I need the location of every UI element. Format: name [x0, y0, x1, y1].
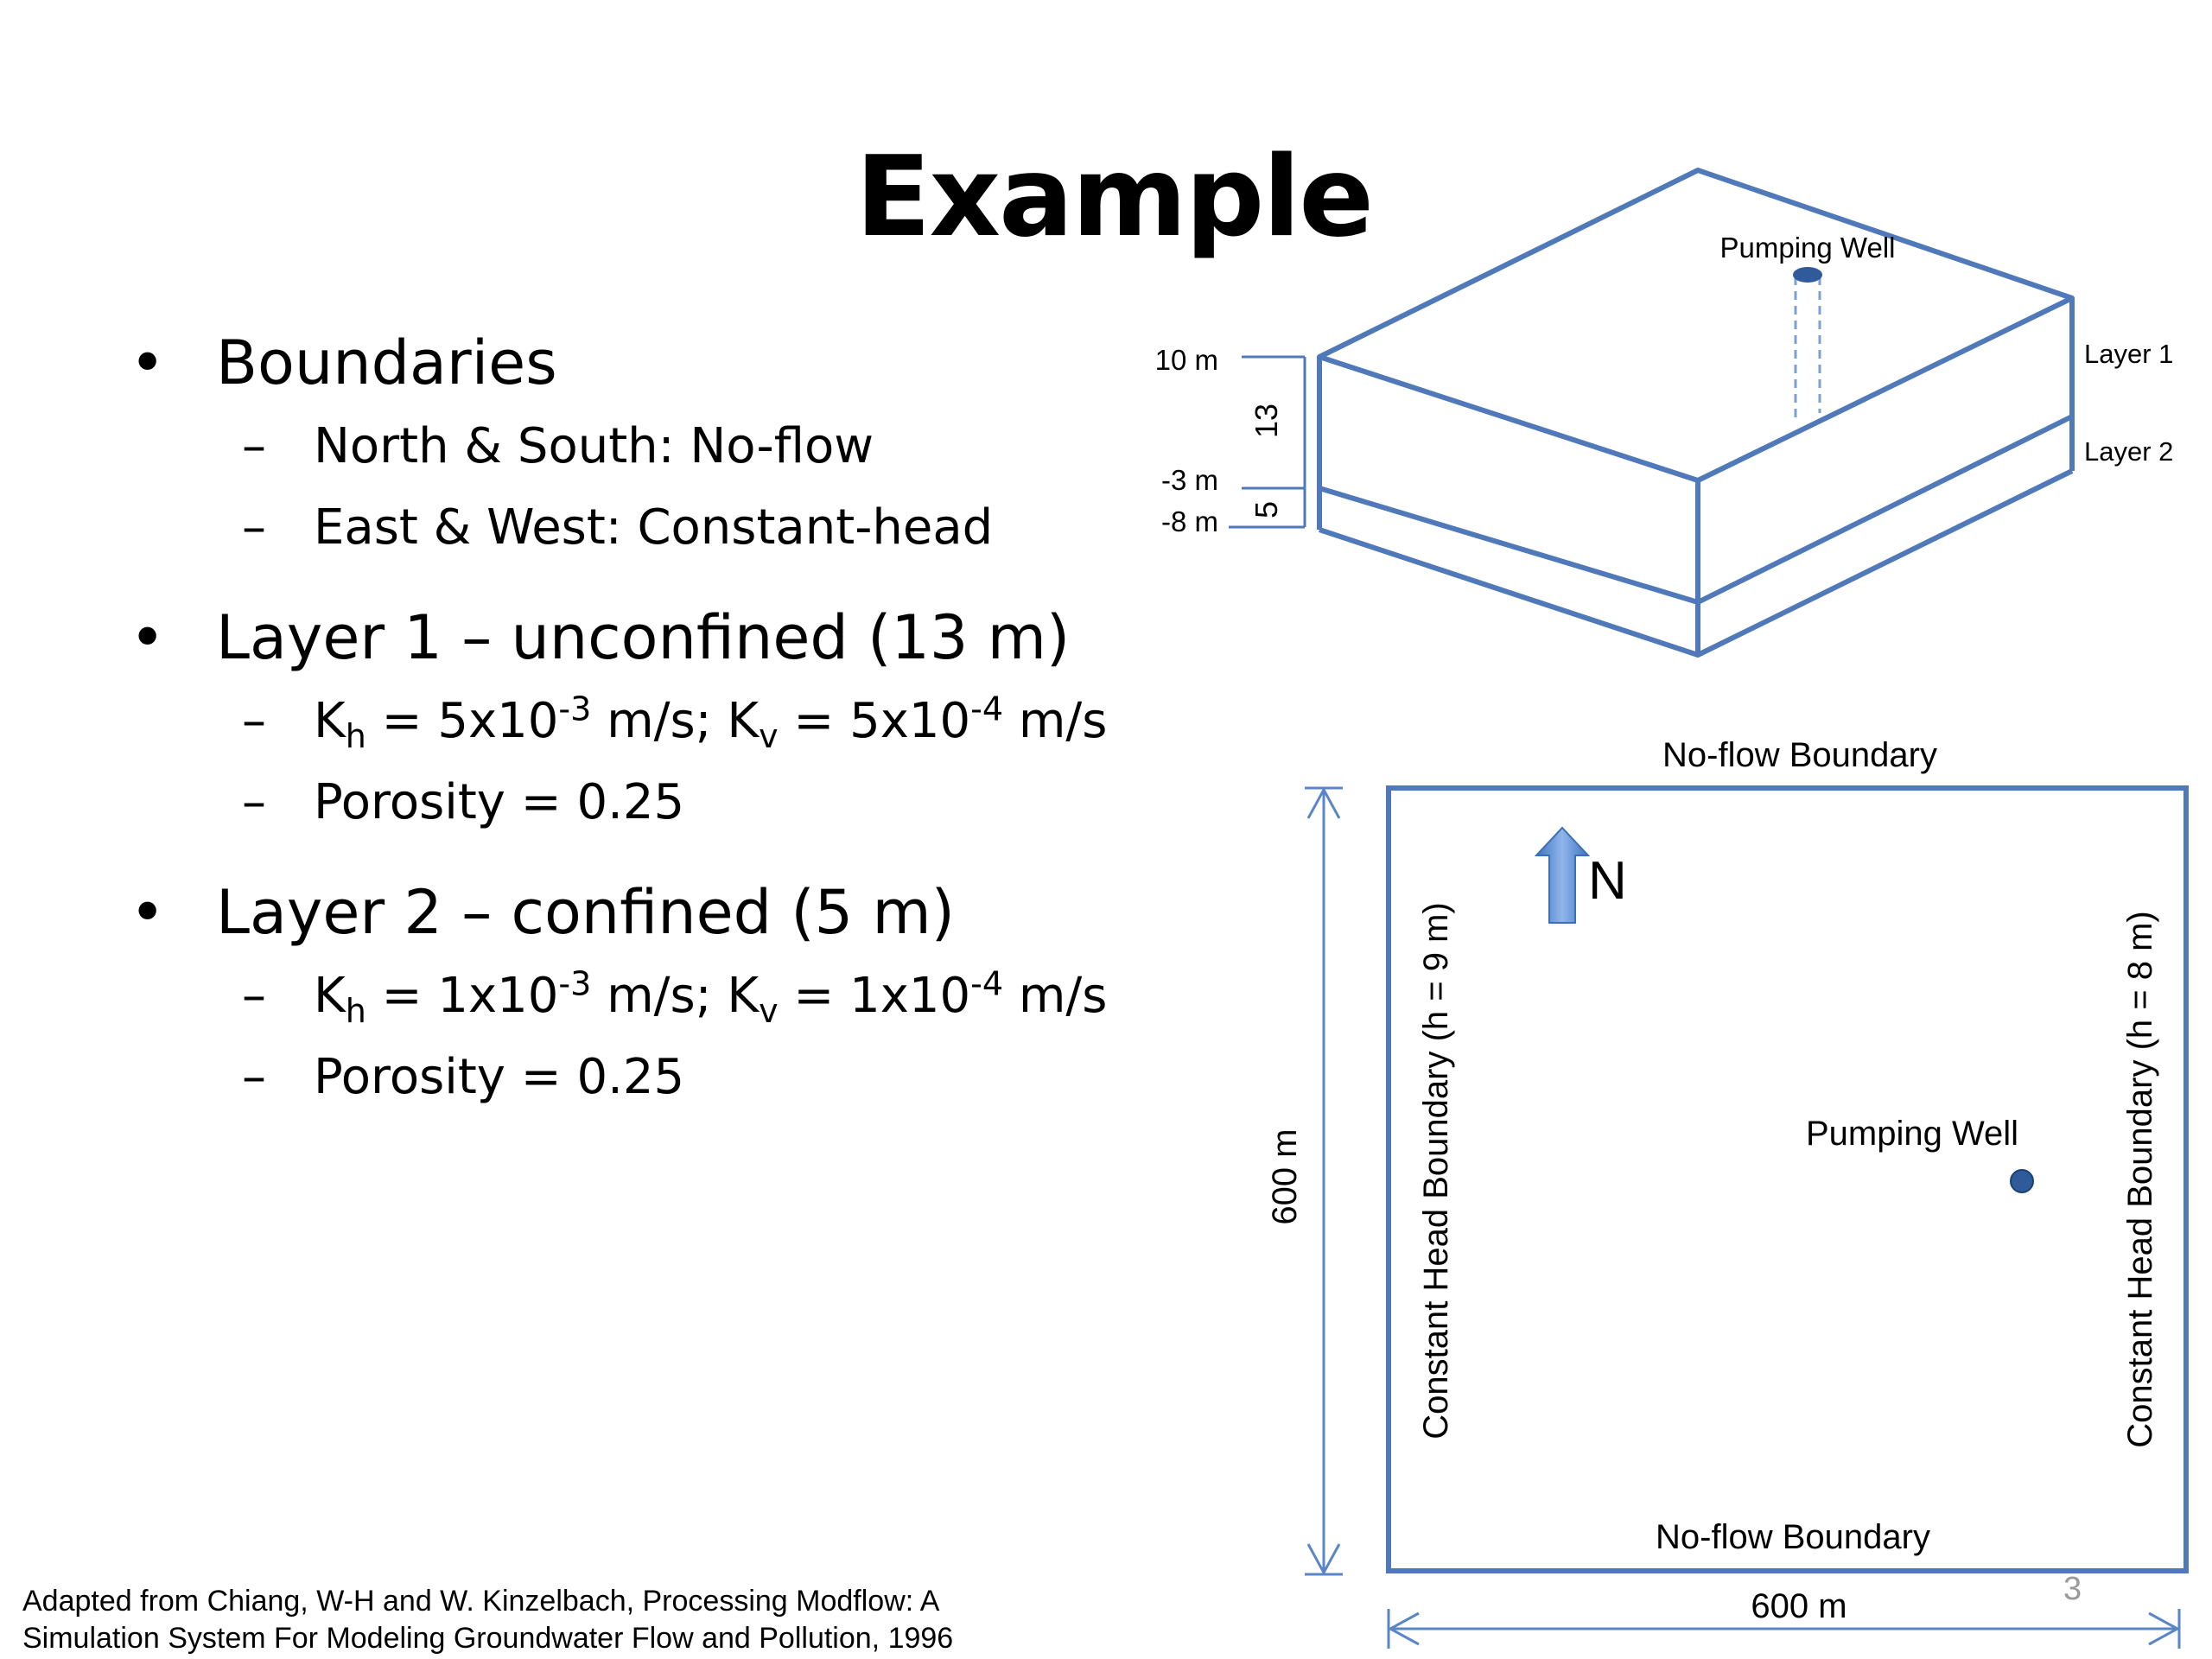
layer2-label: Layer 2 [2084, 436, 2173, 467]
kv-unit: m/s [1003, 968, 1108, 1024]
height-dimension [1305, 786, 1343, 1576]
pumping-well-label-plan: Pumping Well [1806, 1115, 2018, 1153]
height-dimension-label: 600 m [1266, 1128, 1304, 1224]
east-boundary-label: Constant Head Boundary (h = 8 m) [2121, 911, 2159, 1447]
kv-value: = 1x10 [778, 968, 971, 1024]
pumping-well-label-3d: Pumping Well [1720, 232, 1896, 264]
kh-exponent: -3 [558, 690, 592, 728]
kh-symbol: K [314, 968, 346, 1024]
kv-unit: m/s [1003, 693, 1108, 749]
width-dimension-label: 600 m [1751, 1587, 1847, 1625]
north-label: N [1588, 851, 1627, 911]
kh-value: = 5x10 [365, 693, 559, 749]
dash-marker: – [242, 1049, 266, 1105]
kv-subscript: v [759, 992, 779, 1031]
bullet-marker: • [130, 327, 166, 398]
bullet-boundaries-label: Boundaries [216, 327, 557, 398]
bullet-marker: • [130, 602, 166, 673]
kh-exponent: -3 [558, 964, 592, 1003]
arrowhead-icon [1306, 1543, 1341, 1576]
arrowhead-icon [1387, 1611, 1420, 1646]
citation: Adapted from Chiang, W-H and W. Kinzelba… [22, 1583, 953, 1657]
kh-symbol: K [314, 693, 346, 749]
dash-marker: – [242, 693, 266, 749]
thickness-layer2-label: 5 [1249, 501, 1284, 518]
thickness-layer1-label: 13 [1249, 404, 1284, 438]
north-south-text: North & South: No-flow [314, 418, 874, 474]
kh-unit: m/s; K [591, 968, 760, 1024]
elevation-top-label: 10 m [1155, 344, 1218, 376]
north-boundary-label: No-flow Boundary [1662, 736, 1937, 774]
kh-subscript: h [345, 717, 366, 756]
width-dimension [1387, 1609, 2181, 1649]
arrowhead-icon [2148, 1611, 2181, 1646]
slide-title: Example [855, 133, 1374, 262]
east-west-text: East & West: Constant-head [314, 499, 994, 556]
block-diagram [1317, 168, 2075, 658]
layer1-conductivity-text: Kh = 5x10-3 m/s; Kv = 5x10-4 m/s [314, 681, 1107, 762]
layer2-porosity-text: Porosity = 0.25 [314, 1049, 685, 1105]
dash-marker: – [242, 968, 266, 1024]
south-boundary-label: No-flow Boundary [1656, 1518, 1930, 1556]
elevation-bottom-label: -8 m [1161, 505, 1218, 537]
arrowhead-icon [1306, 786, 1341, 819]
bullet-layer2-label: Layer 2 – confined (5 m) [216, 877, 955, 948]
plan-view-boundary [1386, 785, 2189, 1573]
block-bottom-edge [1319, 468, 2074, 658]
kh-subscript: h [345, 992, 366, 1031]
slide-number: 3 [2063, 1571, 2082, 1607]
elevation-mid-label: -3 m [1161, 464, 1218, 496]
kv-exponent: -4 [970, 964, 1004, 1003]
dash-marker: – [242, 418, 266, 474]
citation-line1: Adapted from Chiang, W-H and W. Kinzelba… [22, 1585, 940, 1618]
kv-subscript: v [759, 717, 779, 756]
west-boundary-label: Constant Head Boundary (h = 9 m) [1417, 902, 1455, 1439]
bullet-layer1-label: Layer 1 – unconfined (13 m) [216, 602, 1071, 673]
pumping-well-dot-icon [2010, 1169, 2034, 1193]
citation-line2: Simulation System For Modeling Groundwat… [22, 1622, 954, 1655]
kh-unit: m/s; K [591, 693, 760, 749]
dash-marker: – [242, 774, 266, 830]
kh-value: = 1x10 [365, 968, 559, 1024]
kv-exponent: -4 [970, 690, 1004, 728]
elevation-ruler [1229, 355, 1306, 529]
north-arrow-icon [1534, 826, 1591, 924]
dash-marker: – [242, 499, 266, 556]
pumping-well-top-icon [1793, 267, 1822, 283]
kv-value: = 5x10 [778, 693, 971, 749]
bullet-marker: • [130, 877, 166, 948]
layer1-label: Layer 1 [2084, 339, 2173, 369]
layer1-porosity-text: Porosity = 0.25 [314, 774, 685, 830]
block-top-face [1317, 168, 2075, 483]
layer-divider [1319, 414, 2074, 605]
layer2-conductivity-text: Kh = 1x10-3 m/s; Kv = 1x10-4 m/s [314, 956, 1107, 1037]
